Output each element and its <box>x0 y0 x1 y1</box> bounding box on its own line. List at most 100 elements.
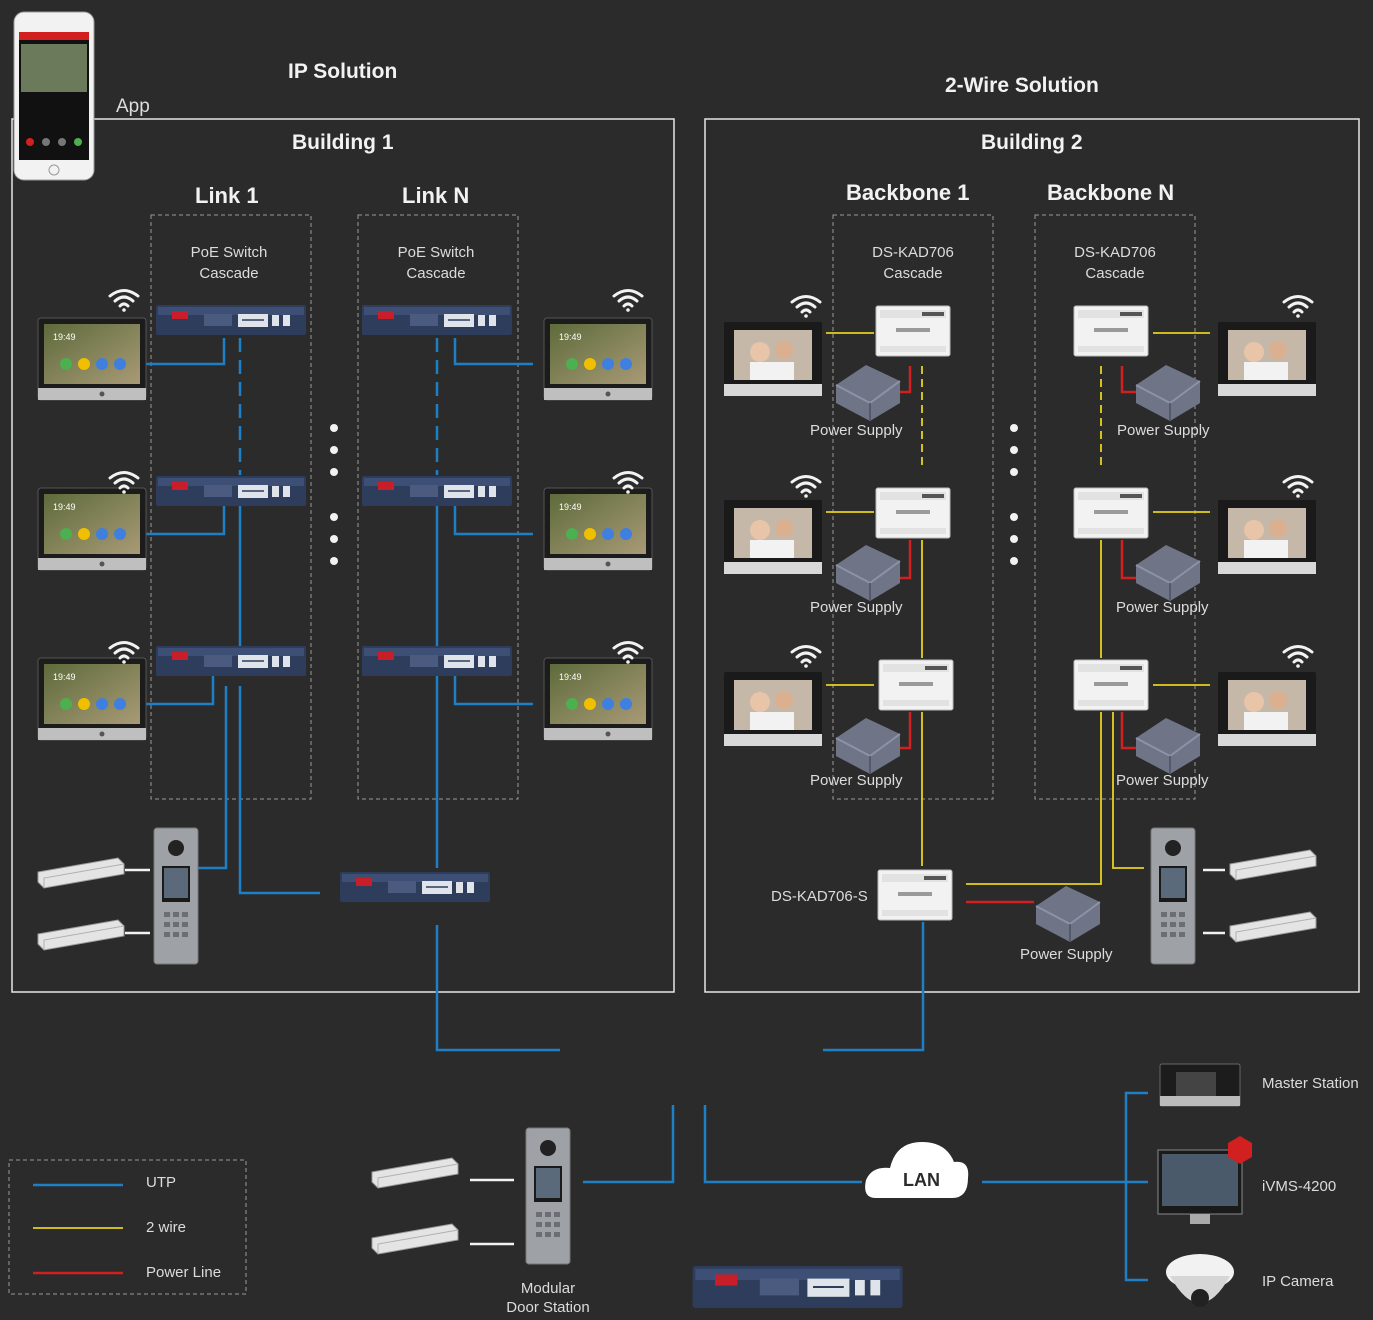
monitor-time: 19:49 <box>559 502 582 512</box>
building1-frame <box>11 118 675 993</box>
magnetic-lock <box>371 1157 459 1189</box>
linkN-switch-1 <box>361 304 513 336</box>
lock-cables <box>125 868 1225 1246</box>
building2-frame <box>704 118 1360 993</box>
monitor-time: 19:49 <box>559 672 582 682</box>
poe-switch-label: PoE Switch <box>190 244 268 261</box>
link1-switch-2 <box>155 475 307 507</box>
linkN-switch-2 <box>361 475 513 507</box>
power-supply-unit <box>1135 544 1201 602</box>
power-supply-unit <box>1135 717 1201 775</box>
wifi-icon <box>790 295 822 320</box>
kad706-distributor <box>875 305 951 357</box>
backbone1-title: Backbone 1 <box>846 180 970 205</box>
two-wire-monitor <box>724 672 822 746</box>
two-wire-monitor <box>1218 322 1316 396</box>
power-supply-unit <box>835 544 901 602</box>
ivms-monitor-icon <box>1157 1136 1252 1224</box>
kad706-distributor <box>1073 305 1149 357</box>
backboneN-title: Backbone N <box>1047 180 1175 205</box>
power-lines <box>892 366 1140 904</box>
monitor-time: 19:49 <box>53 332 76 342</box>
backbone1-frame <box>832 214 994 800</box>
ip-indoor-monitor <box>543 487 653 571</box>
cascade-label: Cascade <box>199 265 259 282</box>
master-station-device <box>1159 1063 1241 1107</box>
two-wire-monitor <box>724 500 822 574</box>
mobile-app-phone <box>13 11 95 181</box>
building2-title: Building 2 <box>981 131 1083 154</box>
app-label: App <box>116 96 150 117</box>
kad706-distributor <box>1073 487 1149 539</box>
ip-solution-title: IP Solution <box>288 60 398 83</box>
linkN-frame <box>357 214 519 800</box>
wifi-icon <box>1282 475 1314 500</box>
two-wire-monitor <box>724 322 822 396</box>
lan-cloud-icon <box>865 1142 969 1198</box>
magnetic-lock <box>371 1223 459 1255</box>
monitor-time: 19:49 <box>53 672 76 682</box>
power-supply-label: Power Supply <box>1020 946 1113 963</box>
ellipsis-dots <box>330 424 1018 565</box>
kad706s-label: DS-KAD706-S <box>771 888 868 905</box>
power-supply-unit <box>835 364 901 422</box>
door-station-label: Door Station <box>506 1299 590 1316</box>
power-supply-label: Power Supply <box>1116 599 1209 616</box>
ip-camera-icon <box>1166 1254 1234 1307</box>
power-supply-label: Power Supply <box>1116 772 1209 789</box>
modular-door-station-label: Modular Door Station <box>506 1280 589 1316</box>
power-supply-unit <box>835 717 901 775</box>
wifi-icon <box>612 289 644 314</box>
kad706-label: DS-KAD706 <box>1074 244 1156 261</box>
magnetic-lock <box>37 919 125 951</box>
wifi-icon <box>1282 295 1314 320</box>
ip-camera-label: IP Camera <box>1262 1273 1334 1290</box>
magnetic-lock <box>37 857 125 889</box>
power-supply-label: Power Supply <box>810 599 903 616</box>
two-wire-monitor <box>1218 500 1316 574</box>
power-supply-label: Power Supply <box>1117 422 1210 439</box>
core-switch <box>691 1264 904 1310</box>
cascade-label: Cascade <box>883 265 943 282</box>
ip-indoor-monitor <box>37 317 147 401</box>
legend-utp-label: UTP <box>146 1174 176 1191</box>
building1-title: Building 1 <box>292 131 394 154</box>
link1-switch-1 <box>155 304 307 336</box>
kad706-distributor <box>1073 659 1149 711</box>
legend-2wire-label: 2 wire <box>146 1219 187 1236</box>
ip-indoor-monitor <box>543 657 653 741</box>
power-supply-unit <box>1035 885 1101 943</box>
legend-frame <box>8 1159 247 1295</box>
kad706s-distributor <box>877 869 953 921</box>
linkN-title: Link N <box>402 183 470 208</box>
magnetic-lock <box>1229 911 1317 943</box>
kad706-cascade-label: DS-KAD706 Cascade <box>872 244 954 282</box>
link1-switch-3 <box>155 645 307 677</box>
wifi-icon <box>108 289 140 314</box>
wifi-icon <box>790 645 822 670</box>
legend-power-label: Power Line <box>146 1264 222 1281</box>
monitor-time: 19:49 <box>559 332 582 342</box>
door-station <box>1150 827 1196 965</box>
kad706-label: DS-KAD706 <box>872 244 954 261</box>
modular-label: Modular <box>520 1280 576 1297</box>
two-wire-lines <box>33 332 1210 1229</box>
link1-title: Link 1 <box>195 183 259 208</box>
power-supply-unit <box>1135 364 1201 422</box>
kad706-distributor <box>875 487 951 539</box>
lan-label: LAN <box>903 1170 940 1190</box>
wifi-icon <box>790 475 822 500</box>
power-supply-label: Power Supply <box>810 422 903 439</box>
modular-door-station <box>525 1127 571 1265</box>
linkN-switch-3 <box>361 645 513 677</box>
link1-frame <box>150 214 312 800</box>
ivms-label: iVMS-4200 <box>1262 1178 1337 1195</box>
magnetic-lock <box>1229 849 1317 881</box>
power-supply-label: Power Supply <box>810 772 903 789</box>
poe-switch-cascade-label: PoE Switch Cascade <box>191 244 268 282</box>
poe-switch-label: PoE Switch <box>397 244 475 261</box>
cascade-label: Cascade <box>406 265 466 282</box>
building1-aggregation-switch <box>339 871 491 903</box>
ip-indoor-monitor <box>37 657 147 741</box>
